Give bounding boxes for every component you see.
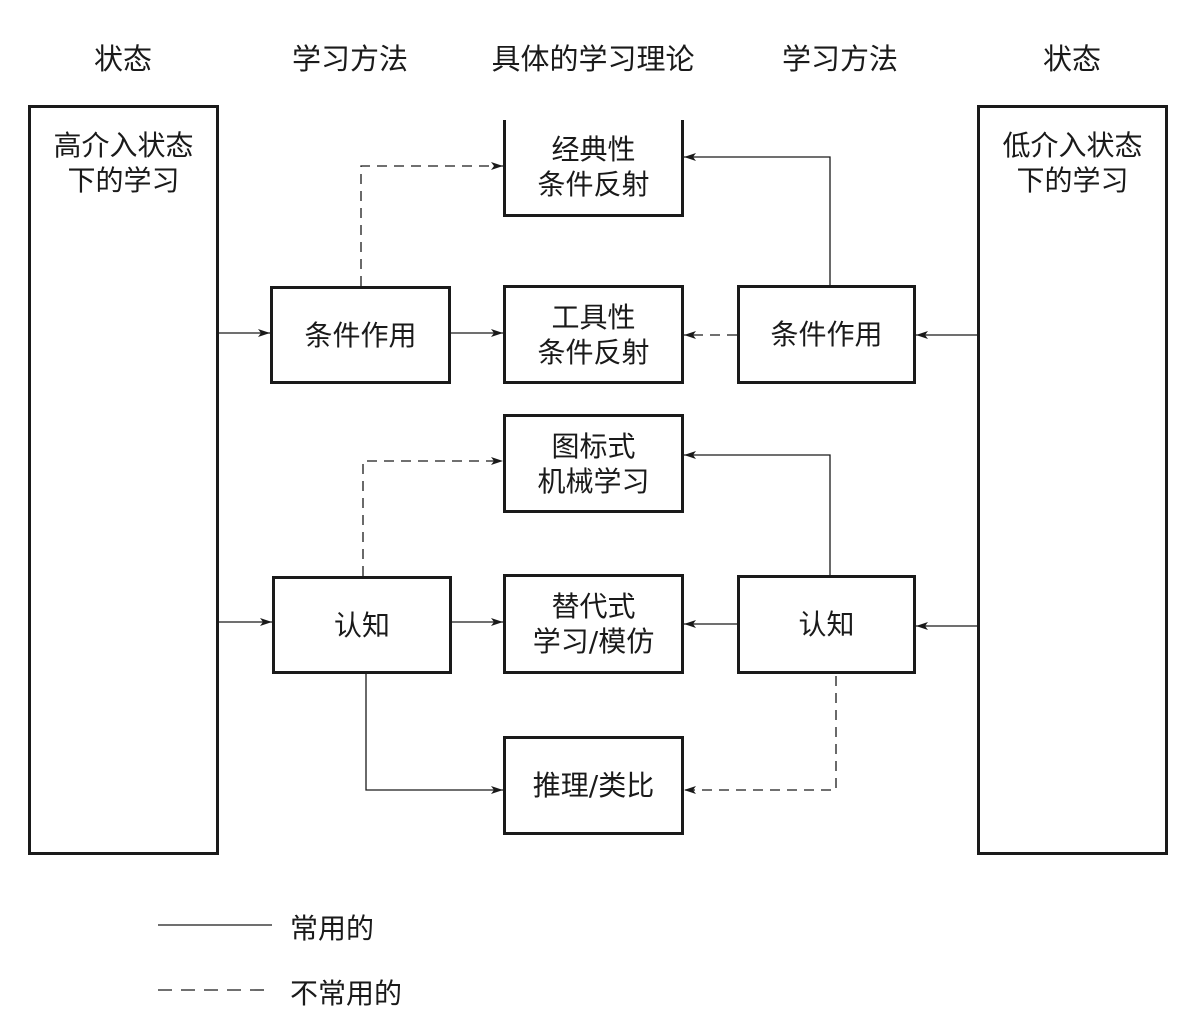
cognition-method-left-box: 认知 — [272, 576, 452, 674]
header-state-left: 状态 — [93, 42, 153, 76]
iconic-rote-learning-box: 图标式 机械学习 — [503, 414, 684, 513]
arrow-left-cognition-to-iconic — [362, 457, 503, 576]
arrow-right-cognition-to-reasoning — [684, 676, 837, 794]
arrow-right-conditioning-to-classical — [684, 153, 831, 285]
header-method-right: 学习方法 — [781, 42, 899, 76]
conditioning-method-left-box: 条件作用 — [270, 286, 451, 384]
low-involvement-state-label: 低介入状态 下的学习 — [1002, 129, 1143, 197]
cognition-method-right-box: 认知 — [737, 575, 916, 674]
low-involvement-state-box: 低介入状态 下的学习 — [977, 105, 1168, 855]
arrow-right-cognition-to-iconic — [684, 451, 831, 575]
vicarious-learning-box: 替代式 学习/模仿 — [503, 574, 684, 674]
arrow-left-conditioning-to-classical — [360, 162, 503, 286]
instrumental-conditioning-box: 工具性 条件反射 — [503, 285, 684, 384]
high-involvement-state-label: 高介入状态 下的学习 — [53, 129, 194, 197]
legend-dashed-label: 不常用的 — [290, 977, 403, 1010]
reasoning-analogy-box: 推理/类比 — [503, 736, 684, 835]
arrow-left-cognition-to-reasoning — [365, 674, 503, 794]
classical-conditioning-box: 经典性 条件反射 — [503, 120, 684, 217]
header-method-left: 学习方法 — [291, 42, 409, 76]
conditioning-method-right-box: 条件作用 — [737, 285, 916, 384]
legend-solid-label: 常用的 — [290, 912, 375, 945]
header-theory: 具体的学习理论 — [491, 42, 695, 76]
header-state-right: 状态 — [1042, 42, 1102, 76]
high-involvement-state-box: 高介入状态 下的学习 — [28, 105, 219, 855]
